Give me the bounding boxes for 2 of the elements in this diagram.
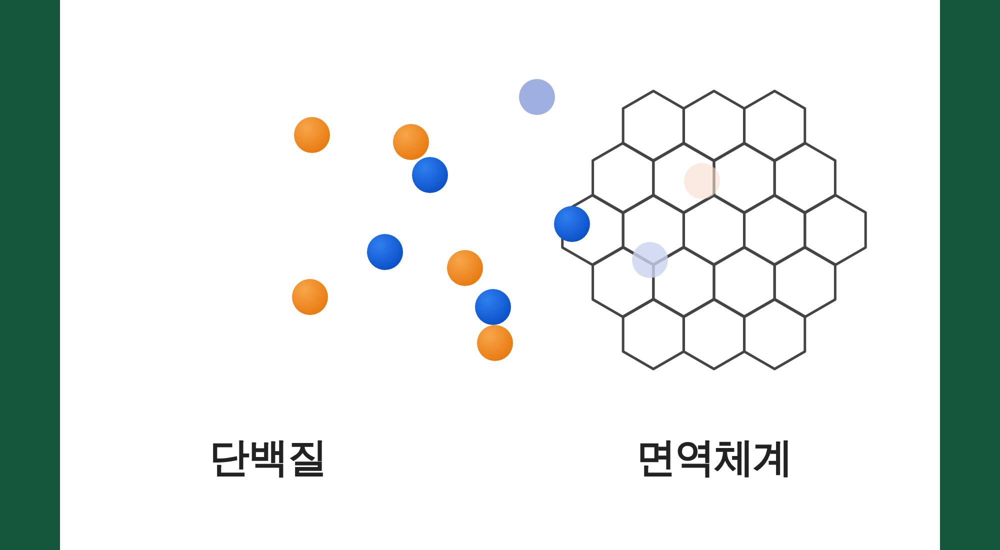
- caption-label: 면역체계: [636, 434, 792, 483]
- caption-label: 단백질: [210, 434, 326, 483]
